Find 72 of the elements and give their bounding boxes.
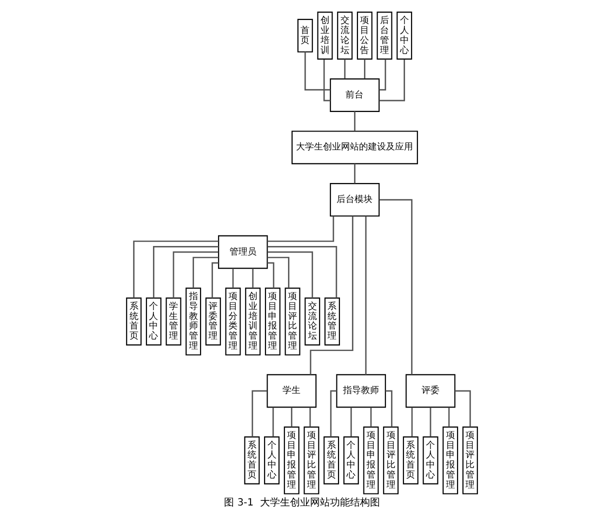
node-box: 项目评比管理 [382,426,398,494]
connector [448,407,450,427]
connector [322,59,330,102]
node-box: 项目评比管理 [303,426,319,494]
connector [364,59,365,79]
connector [378,59,386,90]
connector [354,111,355,132]
connector [266,256,289,288]
node-box: 系统管理 [324,298,340,346]
node-box: 项目分类管理 [224,288,240,356]
connector [410,407,412,437]
connector [385,390,392,427]
connector [211,262,218,298]
connector [152,246,218,298]
node-box: 个人中心 [342,436,358,484]
node-box: 交流论坛 [304,298,320,346]
node-box: 学生管理 [165,298,181,346]
node-box: 项目公告 [356,12,372,60]
connector [354,164,355,184]
node-box: 项目评比管理 [284,288,300,356]
connector [252,268,254,288]
connector [350,407,352,437]
connector [192,256,218,288]
connector [290,407,292,427]
node-box: 个人中心 [145,298,161,346]
node-box: 系统首页 [126,298,142,346]
node-box: 后台模块 [329,183,380,217]
node-box: 指导教师管理 [185,288,201,356]
node-box: 个人中心 [396,12,412,60]
node-box: 项目申报管理 [264,288,280,356]
node-box: 学生 [266,374,316,408]
node-box: 创业培训管理 [244,288,260,356]
node-box: 管理员 [218,235,268,269]
node-box: 个人中心 [264,436,280,484]
connector [172,251,218,298]
node-box: 评委 [405,374,455,408]
node-box: 创业培训 [316,12,332,60]
node-box: 大学生创业网站的建设及应用 [291,130,418,164]
connector [132,240,218,298]
connector [232,268,234,288]
connector [304,52,330,90]
node-box: 个人中心 [422,436,438,484]
connector [267,246,337,298]
node-box: 前台 [329,78,380,112]
connector [454,390,470,427]
connector [344,59,346,79]
node-box: 后台管理 [376,12,392,60]
node-box: 指导教师 [336,374,386,408]
connector [378,199,412,375]
connector [378,59,405,102]
node-box: 项目评比管理 [462,426,478,494]
node-box: 项目申报管理 [362,426,378,494]
node-box: 评委管理 [204,298,220,346]
connector [370,407,372,427]
node-box: 系统首页 [244,436,260,484]
connector [330,390,336,437]
connector [308,407,310,427]
connector [251,390,266,437]
node-box: 系统首页 [402,436,418,484]
caption: 图 3-1 大学生创业网站功能结构图 [224,497,380,508]
node-box: 项目申报管理 [442,426,458,494]
connector [309,216,353,375]
connector [364,216,366,375]
connector [267,251,313,298]
connector [266,216,334,242]
connector [272,407,274,437]
node-box: 系统首页 [323,436,339,484]
node-box: 首页 [296,18,312,52]
node-box: 交流论坛 [336,12,352,60]
node-box: 项目申报管理 [283,426,299,494]
connector [266,262,274,288]
connector [429,407,431,437]
